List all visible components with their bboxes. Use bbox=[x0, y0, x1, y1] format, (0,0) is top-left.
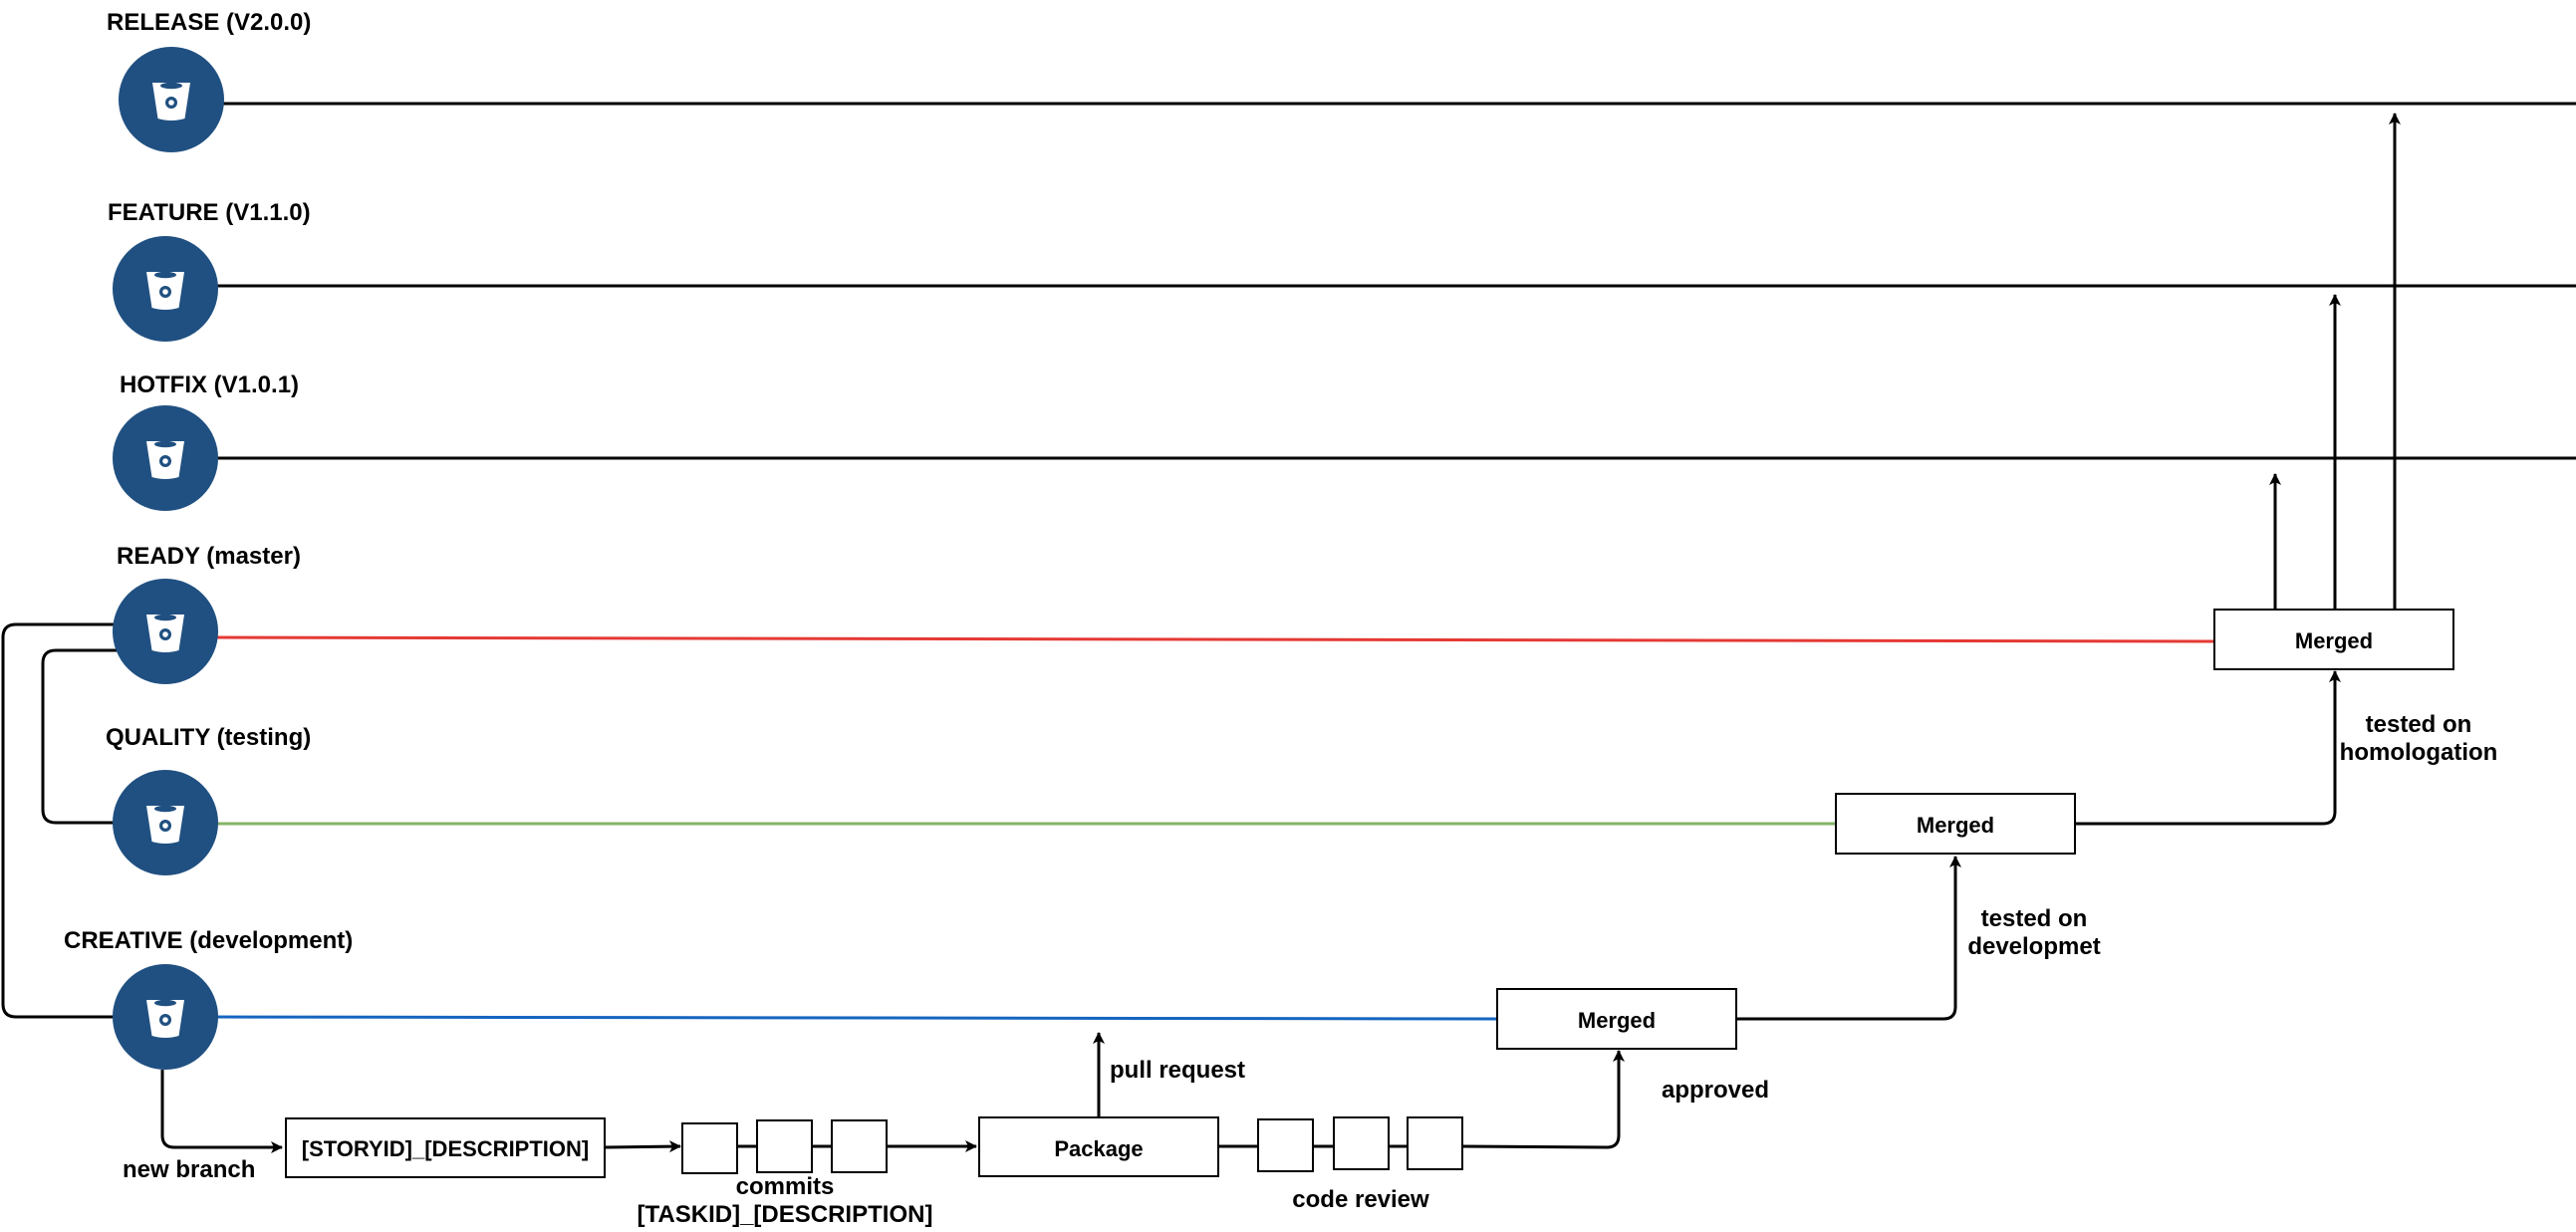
tested-dev-arrow bbox=[1736, 856, 1961, 1021]
hotfix-bitbucket-icon[interactable] bbox=[113, 405, 218, 511]
merged-creative-label: Merged bbox=[1578, 1008, 1656, 1033]
release-branch-label: RELEASE (V2.0.0) bbox=[107, 9, 311, 36]
feature-bitbucket-icon[interactable] bbox=[113, 236, 218, 342]
task-id-label: [TASKID]_[DESCRIPTION] bbox=[638, 1201, 933, 1227]
tested-hom-label-2: homologation bbox=[2340, 739, 2498, 766]
code-review-label: code review bbox=[1292, 1186, 1429, 1213]
pull-request-label: pull request bbox=[1110, 1057, 1245, 1084]
ready-bitbucket-icon[interactable] bbox=[113, 579, 218, 684]
commits-label: commits bbox=[736, 1173, 835, 1200]
merged-ready-label: Merged bbox=[2295, 628, 2373, 653]
story-box-label: [STORYID]_[DESCRIPTION] bbox=[302, 1136, 589, 1161]
tested-dev-label-2: developmet bbox=[1967, 933, 2100, 960]
package-box-label: Package bbox=[1054, 1136, 1143, 1161]
quality-to-ready-connector bbox=[41, 648, 118, 825]
tested-hom-arrow bbox=[2075, 670, 2341, 826]
story-box[interactable] bbox=[285, 1117, 606, 1178]
commit-box-2[interactable] bbox=[756, 1119, 813, 1173]
release-bitbucket-icon[interactable] bbox=[119, 47, 224, 152]
creative-to-ready-connector bbox=[1, 622, 115, 1019]
tested-hom-label-1: tested on bbox=[2366, 711, 2472, 738]
commit-box-3[interactable] bbox=[831, 1119, 888, 1173]
creative-branch-label: CREATIVE (development) bbox=[64, 927, 353, 954]
creative-branch-line bbox=[208, 1015, 1497, 1021]
quality-branch-label: QUALITY (testing) bbox=[106, 724, 311, 751]
review-box-3[interactable] bbox=[1407, 1116, 1463, 1170]
review-box-2[interactable] bbox=[1333, 1116, 1390, 1170]
merged-quality-label: Merged bbox=[1917, 813, 1994, 838]
commit-box-1[interactable] bbox=[681, 1122, 738, 1174]
feature-branch-label: FEATURE (V1.1.0) bbox=[108, 199, 311, 226]
merged-creative-box[interactable] bbox=[1496, 988, 1737, 1050]
tested-dev-label-1: tested on bbox=[1981, 905, 2088, 932]
approved-label: approved bbox=[1662, 1077, 1769, 1104]
new-branch-label: new branch bbox=[123, 1156, 255, 1183]
merged-ready-box[interactable] bbox=[2213, 609, 2454, 670]
merged-quality-box[interactable] bbox=[1835, 793, 2076, 855]
new-branch-arrow bbox=[160, 1070, 283, 1153]
approved-arrow bbox=[1461, 1050, 1625, 1149]
creative-bitbucket-icon[interactable] bbox=[113, 964, 218, 1070]
review-box-1[interactable] bbox=[1257, 1118, 1314, 1172]
hotfix-branch-label: HOTFIX (V1.0.1) bbox=[120, 371, 299, 398]
package-box[interactable] bbox=[978, 1116, 1219, 1177]
ready-branch-line bbox=[208, 635, 2215, 643]
quality-bitbucket-icon[interactable] bbox=[113, 770, 218, 875]
story-to-commits-arrow bbox=[604, 1140, 681, 1153]
ready-branch-label: READY (master) bbox=[117, 543, 301, 570]
